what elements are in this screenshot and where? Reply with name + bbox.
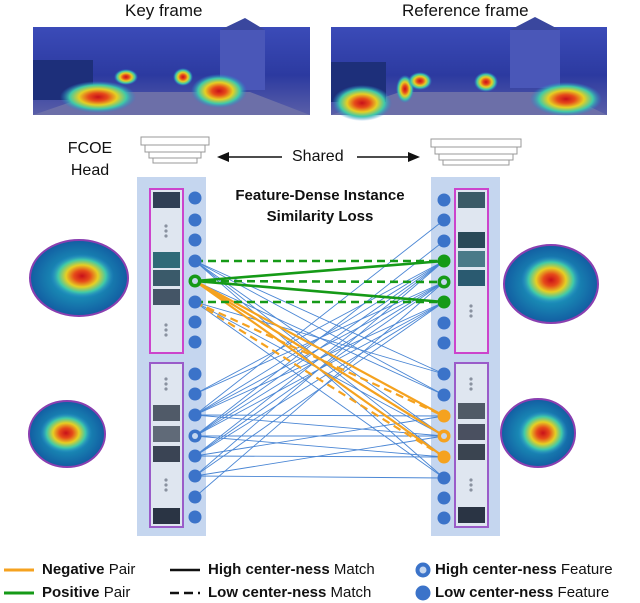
key-feature-node: [188, 254, 202, 268]
match-line: [194, 414, 445, 437]
key-feature-node: [188, 387, 202, 401]
negative-pair-line: [194, 280, 445, 458]
ref-feature-node: [437, 336, 451, 350]
ref-feature-node: [437, 213, 451, 227]
reference-frame-image: [331, 17, 607, 121]
key-feature-node: [188, 315, 202, 329]
ref-feature-node: [437, 471, 451, 485]
legend-positive: Positive Pair: [42, 584, 130, 601]
key-feature-node: [188, 469, 202, 483]
ref-feature-node: [437, 450, 451, 464]
legend-high-match: High center-ness Match: [208, 561, 375, 578]
negative-pair-line: [194, 280, 445, 417]
legend-low-feature-bold: Low center-ness: [435, 584, 554, 601]
legend-low-feature: Low center-ness Feature: [435, 584, 609, 601]
match-line: [194, 435, 445, 458]
positive-pair-line: [194, 259, 445, 283]
key-feature-node: [188, 408, 202, 422]
match-line: [194, 260, 445, 395]
ref-feature-node-center: [441, 433, 447, 439]
ref-feature-node: [437, 409, 451, 423]
key-feature-node-center: [192, 433, 198, 439]
legend-low-match-rest: Match: [330, 584, 372, 601]
fcoe-head-label: FCOE Head: [60, 138, 120, 182]
feature-nodes: [188, 191, 451, 525]
match-line: [194, 435, 445, 477]
key-instance-heatmap-top: [29, 239, 129, 317]
positive-pair-line: [194, 279, 445, 304]
ref-feature-node: [437, 234, 451, 248]
ref-feature-node: [437, 388, 451, 402]
ref-feature-node: [437, 316, 451, 330]
key-feature-node: [188, 191, 202, 205]
legend-low-feature-swatch: [415, 585, 431, 601]
match-line: [194, 414, 445, 417]
key-feature-node: [188, 449, 202, 463]
key-feature-node: [188, 367, 202, 381]
ref-feature-node: [437, 511, 451, 525]
shared-label: Shared: [292, 148, 344, 165]
loss-title-line1: Feature-Dense Instance: [235, 187, 405, 204]
match-line: [194, 281, 445, 498]
key-instance-heatmap-bottom: [28, 400, 106, 468]
key-feature-node-center: [192, 278, 198, 284]
legend-negative-rest: Pair: [108, 561, 136, 578]
ref-instance-heatmap-top: [503, 244, 599, 324]
legend-high-match-bold: High center-ness: [208, 561, 330, 578]
negative-pair-line: [194, 301, 445, 458]
ref-instance-heatmap-bottom: [500, 398, 576, 468]
loss-title-line2: Similarity Loss: [266, 208, 374, 225]
match-line: [194, 219, 445, 416]
fcoe-head-line1: FCOE: [67, 140, 113, 157]
fcoe-head-line2: Head: [70, 162, 110, 179]
ref-fcoe-head-stack: [430, 138, 522, 166]
key-feature-node: [188, 510, 202, 524]
ref-feature-node: [437, 367, 451, 381]
key-feature-node: [188, 335, 202, 349]
key-feature-node: [188, 213, 202, 227]
match-lines: [194, 219, 445, 498]
match-line: [194, 240, 445, 437]
ellipsis-markers: [164, 224, 473, 492]
key-feature-node: [188, 490, 202, 504]
key-frame-image: [33, 18, 310, 115]
shared-arrow: [217, 152, 420, 162]
key-fcoe-head-stack: [140, 136, 210, 164]
reference-frame-title: Reference frame: [402, 1, 529, 20]
match-line: [194, 455, 445, 458]
legend-high-match-rest: Match: [333, 561, 375, 578]
match-line: [194, 475, 445, 479]
legend-high-feature-rest: Feature: [560, 561, 613, 578]
key-frame-title: Key frame: [125, 1, 203, 20]
match-line: [194, 415, 445, 457]
key-feature-node: [188, 295, 202, 309]
legend-positive-bold: Positive: [42, 584, 100, 601]
ref-feature-node: [437, 295, 451, 309]
legend-low-feature-rest: Feature: [557, 584, 610, 601]
legend-positive-rest: Pair: [103, 584, 131, 601]
loss-title: Feature-Dense Instance Similarity Loss: [206, 185, 434, 227]
legend-low-match: Low center-ness Match: [208, 584, 371, 601]
ref-feature-node: [437, 193, 451, 207]
negative-pair-line: [194, 280, 445, 437]
patch-thumbnails: [153, 192, 485, 524]
key-feature-node: [188, 233, 202, 247]
positive-pair-line: [194, 279, 445, 284]
ref-feature-node: [437, 254, 451, 268]
match-line: [194, 281, 445, 395]
legend-high-feature-swatch: [415, 562, 431, 578]
legend-negative-bold: Negative: [42, 561, 105, 578]
legend-negative: Negative Pair: [42, 561, 135, 578]
ref-feature-node: [437, 491, 451, 505]
legend-low-match-bold: Low center-ness: [208, 584, 327, 601]
legend-high-feature: High center-ness Feature: [435, 561, 613, 578]
legend-high-feature-bold: High center-ness: [435, 561, 557, 578]
ref-feature-node-center: [441, 279, 447, 285]
